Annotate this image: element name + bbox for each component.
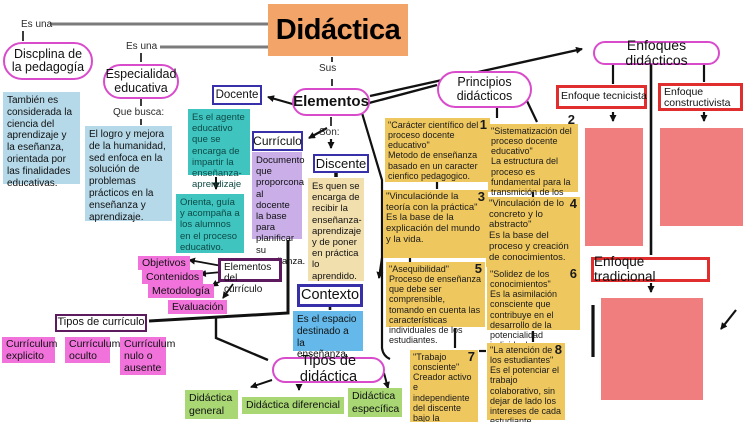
principio-6-title: "Solidez de los conocimientos" <box>490 269 551 290</box>
label-sus: Sus <box>319 63 337 74</box>
node-tipos-curriculo: Tipos de currículo <box>55 314 147 332</box>
principio-1: 1 "Carácter científico del proceso docen… <box>385 117 490 182</box>
principio-2: 2 "Sistematización del proceso docente e… <box>488 112 578 207</box>
principio-4-body: Es la base del proceso y creación de con… <box>489 230 569 263</box>
node-enfoque-constructivista: Enfoque constructivista <box>658 83 743 111</box>
element-metodologia: Metodología <box>148 284 214 299</box>
principio-5-title: "Asequibilidad" <box>389 264 449 274</box>
type-didactica-general: Didáctica general <box>185 390 238 420</box>
principio-7-body: Creador activo e independiente del disce… <box>413 372 472 422</box>
principio-5-num: 5 <box>474 261 482 276</box>
element-contenidos: Contenidos <box>142 270 204 285</box>
principio-2-num: 2 <box>567 112 575 127</box>
oval-disciplina-pedagogia: Discplina de la pedagogía <box>3 42 93 80</box>
oval-enfoques-didacticos: Enfoques didácticos <box>593 37 720 68</box>
desc-docente-2: Orienta, guía y acompaña a los alumnos e… <box>176 194 244 253</box>
principio-6-num: 6 <box>569 266 577 281</box>
principio-8-body: Es el potenciar el trabajo colaborativo,… <box>490 365 562 422</box>
element-evaluacion: Evaluación <box>168 300 228 315</box>
desc-especialidad: El logro y mejora de la humanidad, sed e… <box>85 126 172 223</box>
principio-5: 5 "Asequibilidad" Proceso de enseñanza q… <box>386 261 485 345</box>
desc-curriculo: Documento que proporcona al docente la b… <box>252 152 305 267</box>
oval-principios-didacticos: Principios didácticos <box>437 71 532 108</box>
desc-contexto: Es el espacio destinado a la enseñanza. <box>293 311 363 360</box>
principio-4: 4 "Vinculación de lo concreto y lo abstr… <box>486 196 580 267</box>
type-curriculum-nulo: Currículum nulo o ausente <box>120 337 175 376</box>
principio-5-body: Proceso de enseñanza que debe ser compre… <box>389 274 482 346</box>
label-son: Son: <box>319 127 340 138</box>
enfoque-tecnicista-panel <box>585 128 643 246</box>
principio-1-title: "Carácter científico del proceso docente… <box>388 120 479 151</box>
node-curriculo: Currículo <box>252 131 303 151</box>
oval-especialidad-educativa: Especialidad educativa <box>103 64 179 99</box>
type-didactica-diferencial: Didáctica diferencial <box>242 397 344 414</box>
principio-8-title: "La atención de los estudiantes" <box>490 345 554 366</box>
enfoque-tradicional-panel <box>601 298 703 400</box>
principio-6-body: Es la asimilación consciente que contrib… <box>490 289 558 350</box>
type-curriculum-oculto: Currículum oculto <box>65 337 120 364</box>
label-es-una-2: Es una <box>126 41 158 52</box>
principio-6: 6 "Solidez de los conocimientos" Es la a… <box>487 266 580 350</box>
principio-7: 7 "Trabajo consciente" Creador activo e … <box>410 349 478 422</box>
oval-elementos: Elementos <box>292 88 370 116</box>
principio-7-num: 7 <box>467 349 475 364</box>
enfoque-constructivista-panel <box>660 128 743 226</box>
principio-1-body: Metodo de enseñanza basado en un caracte… <box>388 150 478 181</box>
type-curriculum-explicito: Currículum explicito <box>2 337 57 364</box>
principio-3-num: 3 <box>477 189 485 204</box>
label-es-una-1: Es una <box>21 19 53 30</box>
principio-3: 3 "Vinculaciónde la teoría con la prácti… <box>383 189 488 258</box>
node-elementos-curriculo: Elementos del currículo <box>218 258 282 295</box>
principio-4-title: "Vinculación de lo concreto y lo abstrac… <box>489 198 565 231</box>
desc-docente: Es el agente educativo que se encarga de… <box>188 109 250 190</box>
label-que-busca: Que busca: <box>113 107 165 118</box>
principio-3-body: Es la base de la explicación del mundo y… <box>386 212 481 245</box>
principio-7-title: "Trabajo consciente" <box>413 352 460 373</box>
type-didactica-especifica: Didáctica específica <box>348 388 402 418</box>
node-contexto: Contexto <box>297 284 363 307</box>
principio-4-num: 4 <box>569 196 577 211</box>
desc-disciplina: También es considerada la ciencia del ap… <box>3 92 80 189</box>
desc-discente: Es quen se encarga de recibir la enseñan… <box>308 178 364 282</box>
node-enfoque-tecnicista: Enfoque tecnicista <box>556 85 647 109</box>
main-title-didactica: Didáctica <box>268 4 408 56</box>
principio-8: 8 "La atención de los estudiantes" Es el… <box>487 342 565 422</box>
element-objetivos: Objetivos <box>138 256 190 271</box>
principio-1-num: 1 <box>479 117 487 132</box>
oval-tipos-didactica: Tipos de didáctica <box>272 354 385 385</box>
node-discente: Discente <box>313 154 369 173</box>
node-docente: Docente <box>212 85 262 105</box>
principio-3-title: "Vinculaciónde la teoría con la práctica… <box>386 191 478 213</box>
node-enfoque-tradicional: Enfoque tradicional <box>591 255 710 283</box>
principio-8-num: 8 <box>554 342 562 357</box>
principio-2-title: "Sistematización del proceso docente edu… <box>491 126 572 157</box>
